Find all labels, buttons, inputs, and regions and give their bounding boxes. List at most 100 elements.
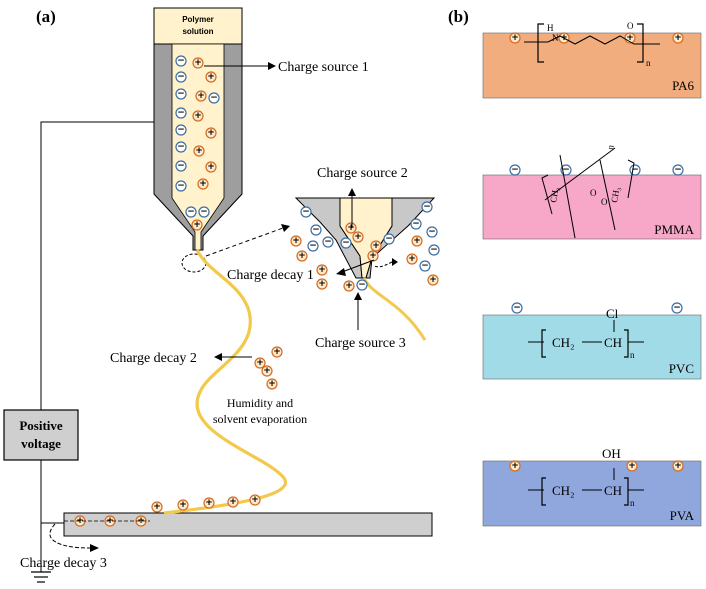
pmma-o-1: O [590,188,597,198]
zoom-arrow [205,227,284,257]
svg-text:+: + [229,497,237,507]
svg-text:+: + [273,347,281,357]
svg-text:+: + [345,281,353,291]
svg-text:+: + [511,33,519,43]
pvc-cl: Cl [606,306,619,321]
pmma-ch3-right: CH₃ [609,186,622,203]
panel-a-label: (a) [36,7,56,26]
svg-text:+: + [268,379,276,389]
ground-icon [31,571,51,583]
svg-text:−: − [177,161,185,171]
svg-text:+: + [207,72,215,82]
pvc-label: PVC [669,361,694,376]
charge-source-3-label: Charge source 3 [315,336,406,351]
positive-voltage-box [3,409,79,461]
pa6-o: O [627,21,634,31]
svg-text:+: + [197,91,205,101]
svg-text:−: − [423,202,431,212]
fiber-charges: + + + + + + + + + [151,346,283,513]
svg-text:−: − [673,303,681,313]
charge-source-2-label: Charge source 2 [317,166,408,181]
svg-text:−: − [430,245,438,255]
svg-text:−: − [187,207,195,217]
svg-text:−: − [342,238,350,248]
svg-text:−: − [210,93,218,103]
svg-text:−: − [324,237,332,247]
svg-text:−: − [385,234,393,244]
svg-text:+: + [205,498,213,508]
charge-decay-3-arrow [49,523,91,549]
svg-text:−: − [177,89,185,99]
voltage-line1: Positive [19,418,63,433]
syringe-cap [153,7,243,45]
svg-text:−: − [421,261,429,271]
svg-text:+: + [153,502,161,512]
svg-text:−: − [674,165,682,175]
svg-text:+: + [179,500,187,510]
svg-text:+: + [408,254,416,264]
svg-text:−: − [302,207,310,217]
svg-text:−: − [177,142,185,152]
svg-text:−: − [513,303,521,313]
charge-decay-3-label: Charge decay 3 [20,556,107,571]
svg-text:−: − [312,225,320,235]
svg-text:−: − [358,280,366,290]
svg-text:+: + [372,241,380,251]
polymer-pa6: + + + + H N O n PA6 [482,21,702,99]
svg-text:−: − [177,72,185,82]
pvc-ch: CH [604,335,622,350]
svg-text:+: + [347,223,355,233]
svg-text:−: − [562,165,570,175]
svg-text:+: + [195,146,203,156]
pa6-h: H [547,23,554,33]
pvc-ch2: CH₂ [552,335,575,350]
voltage-line2: voltage [21,436,61,451]
svg-text:−: − [631,165,639,175]
pva-ch2: CH₂ [552,483,575,498]
humidity-line2: solvent evaporation [213,412,307,426]
svg-text:+: + [263,366,271,376]
svg-text:−: − [412,219,420,229]
pva-label: PVA [670,508,695,523]
svg-text:−: − [200,207,208,217]
svg-text:+: + [318,265,326,275]
pva-oh: OH [602,446,621,461]
svg-text:+: + [628,461,636,471]
svg-text:+: + [194,111,202,121]
svg-text:−: − [177,108,185,118]
pvc-subscript-n: n [630,350,635,360]
needle-charges: − + − + − + − − + − + − + − + − + − − + [175,55,220,231]
svg-text:+: + [429,275,437,285]
svg-text:+: + [194,58,202,68]
svg-text:+: + [369,251,377,261]
svg-text:+: + [137,516,145,526]
svg-text:+: + [354,232,362,242]
polymer-pvc: − − CH₂ CH Cl n PVC [482,302,702,380]
pmma-ch3-left: CH₃ [548,186,561,203]
polymer-pva: + + + CH₂ CH OH n PVA [482,446,702,527]
pmma-label: PMMA [654,222,694,237]
humidity-line1: Humidity and [227,396,293,410]
svg-text:−: − [177,181,185,191]
svg-text:+: + [674,461,682,471]
svg-text:+: + [292,236,300,246]
svg-text:−: − [177,125,185,135]
pmma-o-2: O [601,197,608,207]
charge-decay-1-label: Charge decay 1 [227,268,314,283]
svg-text:−: − [309,241,317,251]
pa6-n: N [552,33,559,43]
polymer-pmma: − − − − CH₃ O O CH₃ n PMMA [482,144,702,240]
svg-text:+: + [298,251,306,261]
pmma-subscript-n: n [605,144,616,151]
charge-source-1-label: Charge source 1 [278,60,369,75]
svg-text:+: + [199,179,207,189]
svg-text:+: + [251,495,259,505]
svg-text:+: + [256,358,264,368]
svg-text:+: + [626,33,634,43]
svg-text:+: + [413,236,421,246]
polymer-solution-line1: Polymer [182,15,214,24]
voltage-wire-top [40,121,154,410]
svg-text:+: + [674,33,682,43]
zoom-charges: − − + − + − + + − + + − − − − + − + − + … [290,201,440,292]
